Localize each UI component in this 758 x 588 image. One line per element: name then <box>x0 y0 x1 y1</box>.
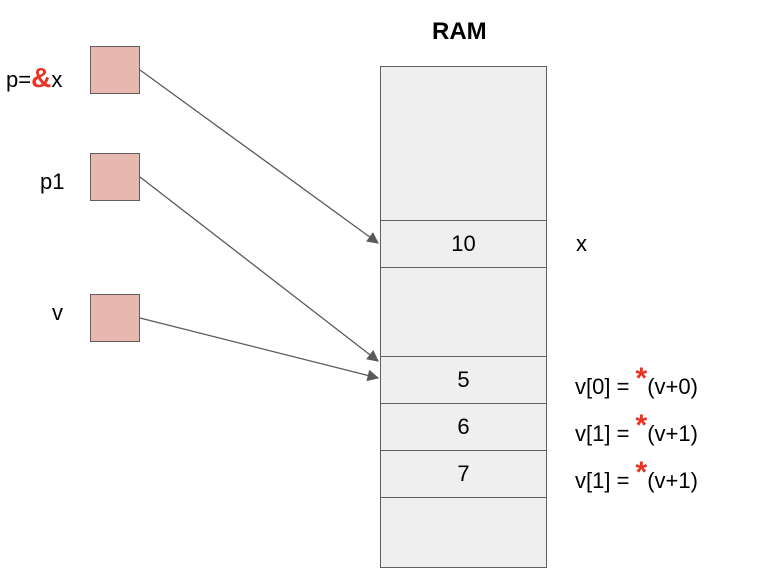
memory-cell-v0-value: 5 <box>457 367 470 392</box>
dereference-operator: * <box>635 409 648 442</box>
memory-cell-v2-value: 7 <box>457 461 470 486</box>
pointer-label-p-prefix: p= <box>6 67 32 92</box>
memory-cell-v2: 7 <box>380 450 547 498</box>
address-of-operator: & <box>31 62 52 93</box>
pointer-box-p <box>90 46 140 94</box>
deref-label-v1-after: (v+1) <box>647 421 698 446</box>
deref-label-v2: v[1] = *(v+1) <box>575 458 698 494</box>
memory-cell-v0: 5 <box>380 356 547 404</box>
pointer-label-p1: p1 <box>40 169 65 194</box>
dereference-operator: * <box>635 362 648 395</box>
deref-label-v0: v[0] = *(v+0) <box>575 364 698 400</box>
deref-label-v1-before: v[1] = <box>575 421 636 446</box>
deref-label-v0-after: (v+0) <box>647 374 698 399</box>
pointer-label-p-suffix: x <box>51 67 63 92</box>
memory-cell-x: 10 <box>380 220 547 268</box>
deref-label-v2-after: (v+1) <box>647 468 698 493</box>
deref-label-v2-before: v[1] = <box>575 468 636 493</box>
pointer-label-v: v <box>52 300 63 325</box>
variable-label-x: x <box>576 231 587 256</box>
memory-cell-v1-value: 6 <box>457 414 470 439</box>
arrow-p1-to-v0 <box>139 176 379 362</box>
pointer-label-p: p=&x <box>6 64 62 92</box>
arrow-p-to-x <box>139 69 379 244</box>
pointer-box-v <box>90 294 140 342</box>
ram-title: RAM <box>432 18 487 45</box>
memory-cell-x-value: 10 <box>451 231 476 256</box>
pointer-box-p1 <box>90 153 140 201</box>
deref-label-v1: v[1] = *(v+1) <box>575 411 698 447</box>
dereference-operator: * <box>635 456 648 489</box>
deref-label-v0-before: v[0] = <box>575 374 636 399</box>
arrow-v-to-v0 <box>139 317 380 382</box>
